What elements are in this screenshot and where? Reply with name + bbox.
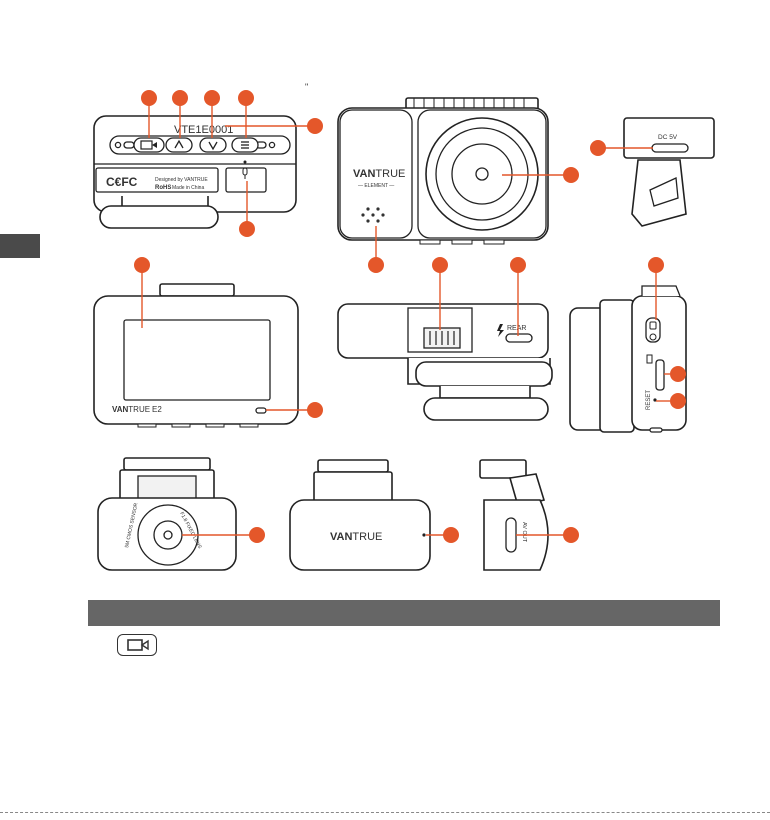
dc-label: DC 5V — [658, 134, 678, 141]
menu-button[interactable] — [232, 138, 258, 152]
mount-dc-view: DC 5V — [624, 118, 714, 226]
reset-label: RESET — [646, 390, 652, 410]
top-view: VTE1E0001 C€FC Designed by VANTRUE RoHS … — [94, 82, 308, 228]
cert-marks: C€FC — [106, 175, 138, 189]
rear-camera-port[interactable] — [506, 334, 532, 342]
rear-cam-logo-view: VANTRUE — [290, 460, 430, 570]
made-in-text: Made in China — [172, 185, 204, 191]
side-view: RESET — [570, 286, 686, 432]
screen-view: VANTRUE E2 — [94, 284, 298, 427]
rear-label: REAR — [507, 325, 526, 332]
rohs-text: RoHS — [155, 185, 171, 191]
brand-logo-rear: VANTRUE — [330, 531, 382, 543]
record-button[interactable] — [134, 138, 164, 152]
av-out-port[interactable] — [506, 518, 516, 552]
section-header-bar — [88, 600, 720, 626]
side-tab — [0, 234, 40, 258]
brand-logo-screen: VANTRUE — [112, 405, 150, 414]
element-subtitle: — ELEMENT — — [358, 183, 394, 189]
brand-logo-front: VANTRUE — [353, 168, 405, 180]
rear-cam-av-view: AV OUT — [480, 460, 548, 570]
corner-mark: " — [305, 82, 308, 92]
sd-card-slot[interactable] — [656, 360, 664, 390]
rear-cam-lens-view: 5M CMOS SENSOR F1.8 FIXED LENS — [98, 458, 236, 570]
designed-by-text: Designed by VANTRUE — [155, 177, 208, 183]
bottom-divider — [0, 812, 770, 813]
front-lens — [426, 118, 538, 230]
video-record-icon — [117, 634, 157, 656]
av-label: AV OUT — [521, 522, 527, 543]
down-button[interactable] — [200, 138, 226, 152]
model-label: E2 — [152, 405, 162, 414]
bottom-view: REAR — [338, 304, 552, 420]
callouts-rear-logo — [426, 527, 459, 543]
serial-number: VTE1E0001 — [174, 124, 233, 136]
up-button[interactable] — [166, 138, 192, 152]
front-view: VANTRUE — ELEMENT — — [338, 98, 548, 244]
